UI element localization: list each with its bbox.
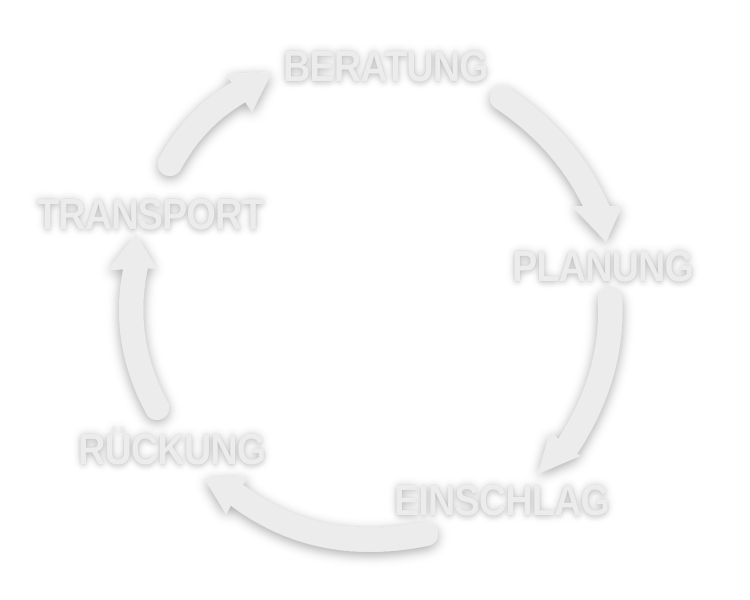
arrow-rueckung-to-transport	[108, 234, 169, 420]
stage-label-einschlag: EINSCHLAG	[394, 476, 610, 525]
stage-label-rueckung: RÜCKUNG	[78, 425, 266, 474]
arrow-beratung-to-planung	[490, 86, 622, 242]
arrow-einschlag-to-rueckung	[204, 476, 438, 552]
stage-label-planung: PLANUNG	[512, 242, 694, 291]
stage-label-beratung: BERATUNG	[283, 42, 489, 91]
arrow-transport-to-beratung	[158, 72, 272, 176]
arrow-planung-to-einschlag	[538, 288, 623, 474]
stage-label-transport: TRANSPORT	[36, 190, 265, 239]
